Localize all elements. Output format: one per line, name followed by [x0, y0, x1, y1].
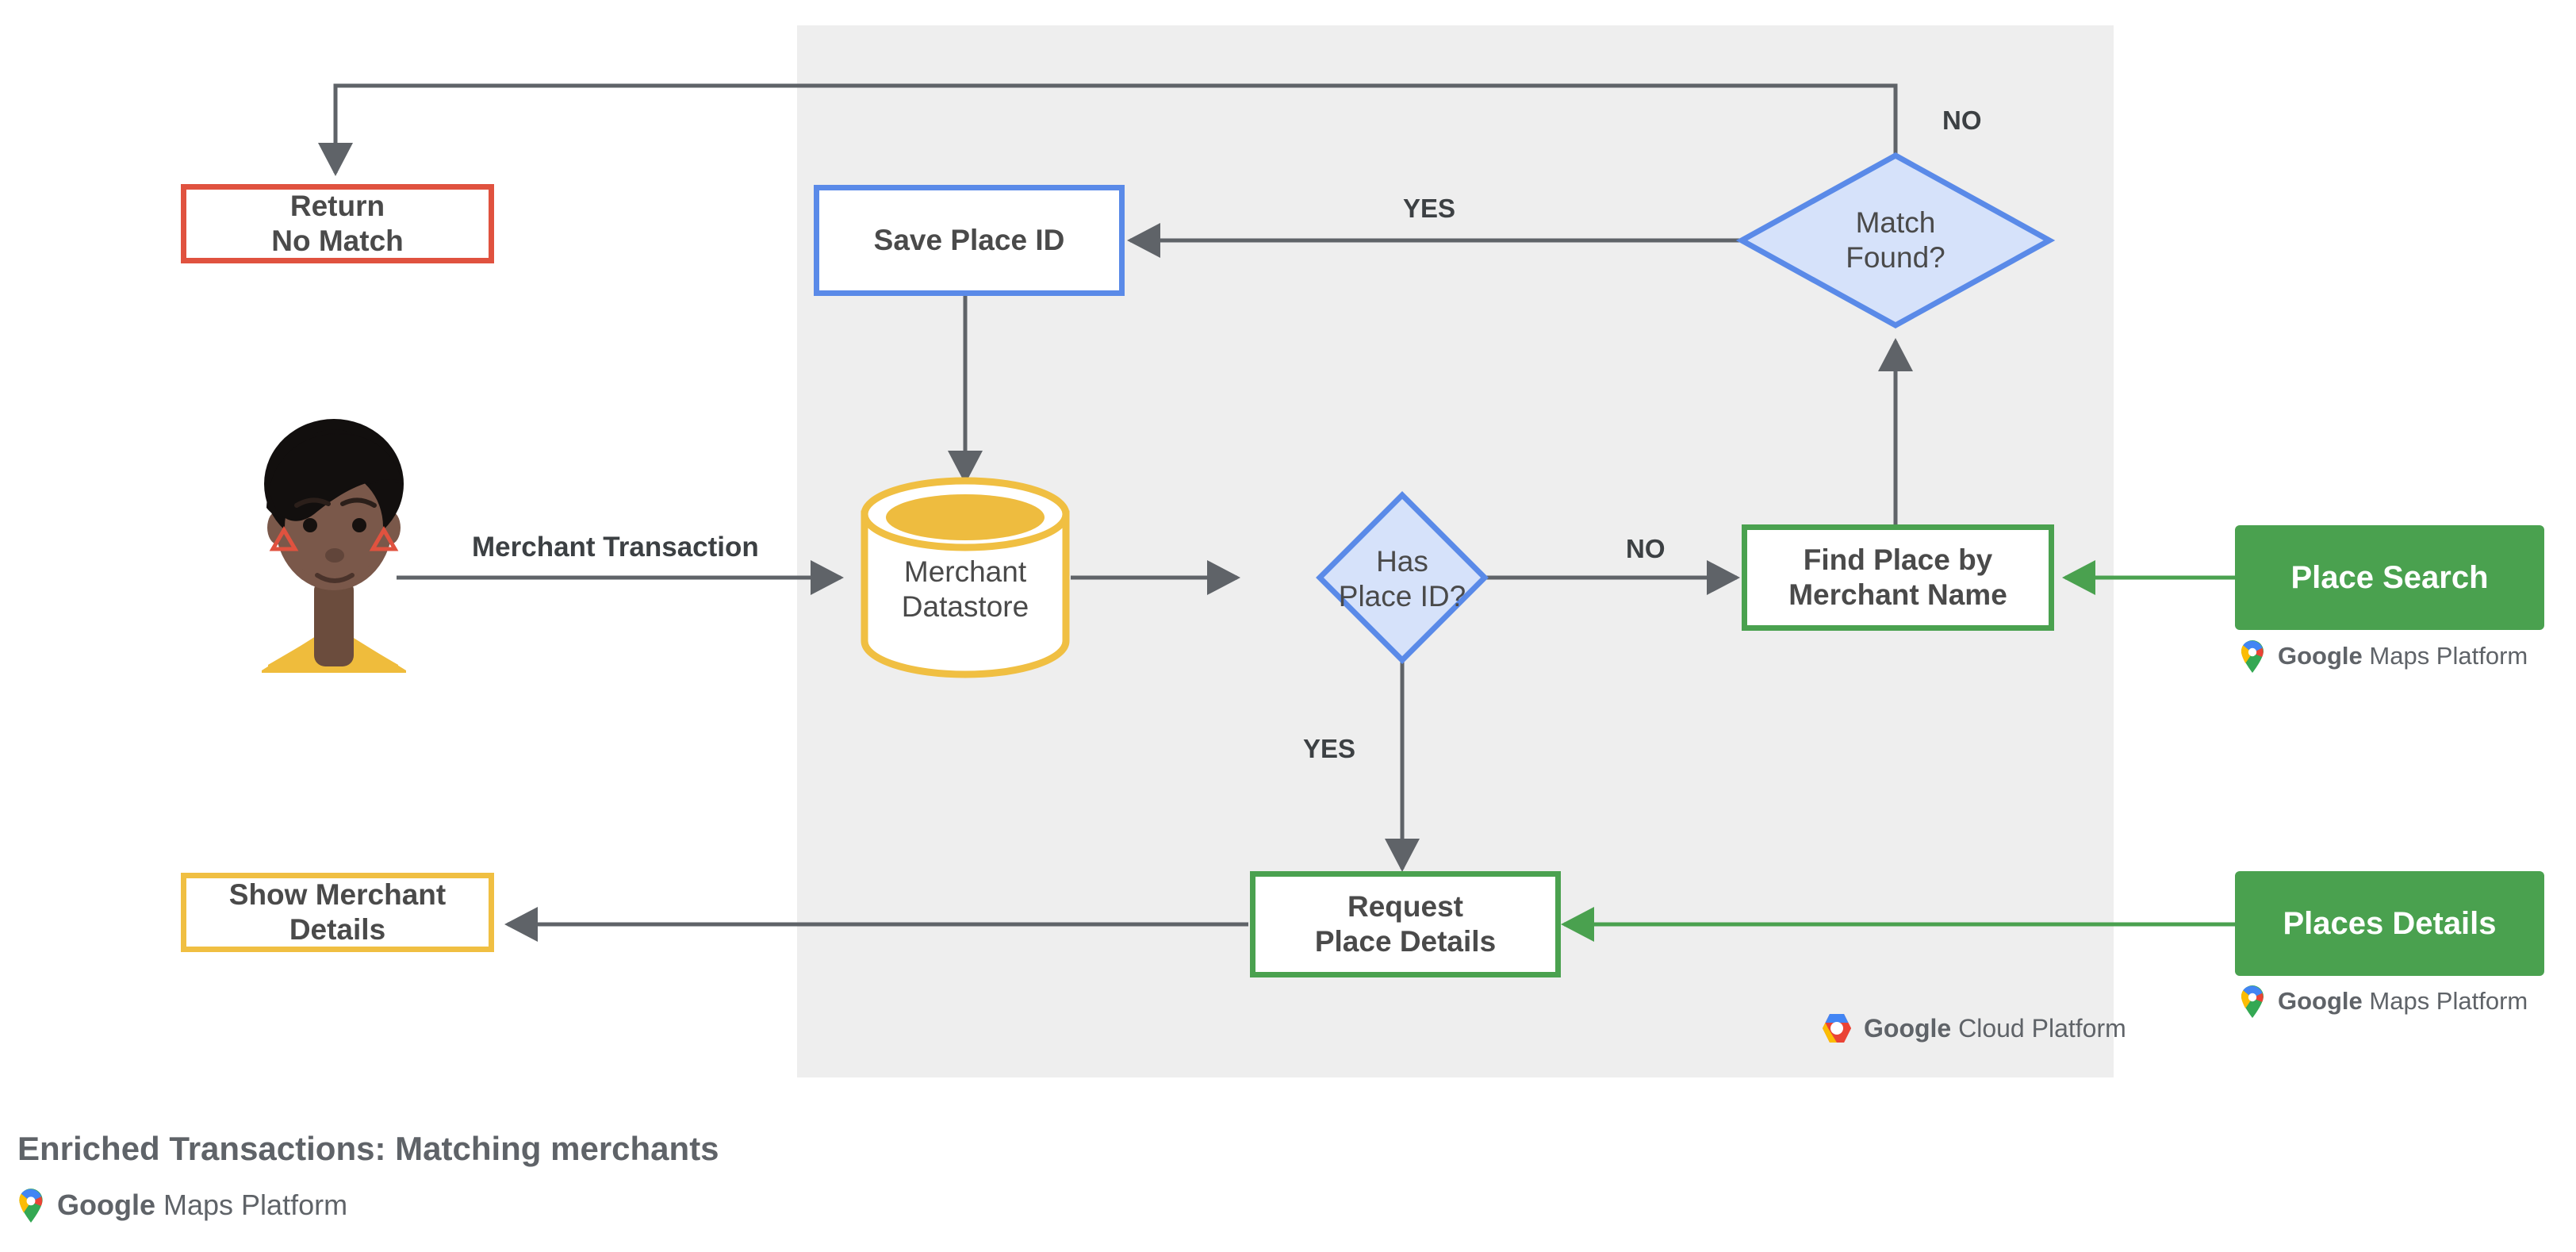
attribution-google-word: Google	[2278, 987, 2363, 1015]
attribution-maps-platform-word: Maps Platform	[2362, 642, 2528, 670]
attribution-google-word: Google	[2278, 642, 2363, 670]
attribution-maps-platform-word: Maps Platform	[2362, 987, 2528, 1015]
node-match-found-label: Match Found?	[1846, 206, 1945, 274]
decision-has-place-id-shape	[1316, 491, 1489, 664]
edge-label-match-found-yes: YES	[1403, 194, 1456, 223]
node-return-no-match-label: Return No Match	[271, 190, 404, 257]
edge-label-merchant-transaction: Merchant Transaction	[472, 532, 759, 563]
node-has-place-id[interactable]: Has Place ID?	[1291, 524, 1513, 635]
node-return-no-match[interactable]: Return No Match	[181, 184, 494, 263]
card-places-details[interactable]: Places Details	[2235, 871, 2544, 976]
google-cloud-platform-badge: Google Cloud Platform	[1819, 1012, 2126, 1044]
node-save-place-id-label: Save Place ID	[873, 224, 1065, 257]
gcp-cloud-platform-word: Cloud Platform	[1951, 1013, 2126, 1043]
node-has-place-id-label: Has Place ID?	[1338, 545, 1466, 613]
attribution-google-word: Google	[57, 1189, 155, 1221]
node-request-place-details[interactable]: Request Place Details	[1250, 871, 1561, 977]
node-find-place-label: Find Place by Merchant Name	[1788, 543, 2007, 611]
google-maps-pin-icon	[2241, 640, 2264, 673]
edge-label-match-found-no: NO	[1942, 106, 1982, 135]
node-find-place-by-merchant-name[interactable]: Find Place by Merchant Name	[1742, 524, 2054, 631]
edge-label-has-place-id-no: NO	[1626, 534, 1666, 563]
attribution-place-search: Google Maps Platform	[2238, 639, 2528, 674]
card-place-search[interactable]: Place Search	[2235, 525, 2544, 630]
google-cloud-icon	[1823, 1014, 1851, 1043]
google-maps-pin-icon	[2241, 985, 2264, 1018]
node-match-found[interactable]: Match Found?	[1742, 156, 2049, 325]
decision-match-found-shape	[1735, 152, 2056, 328]
node-merchant-datastore[interactable]: Merchant Datastore	[861, 546, 1070, 633]
google-maps-pin-icon	[19, 1189, 43, 1223]
datastore-cylinder-shape	[861, 477, 1070, 678]
attribution-maps-platform-word: Maps Platform	[155, 1189, 348, 1221]
merchant-user-avatar-shape	[262, 419, 406, 673]
edge-label-has-place-id-yes: YES	[1303, 734, 1356, 763]
node-request-place-details-label: Request Place Details	[1314, 890, 1497, 958]
node-show-merchant-details-label: Show Merchant Details	[228, 878, 447, 946]
attribution-footer: Google Maps Platform	[16, 1187, 347, 1223]
attribution-places-details: Google Maps Platform	[2238, 984, 2528, 1019]
gcp-google-word: Google	[1864, 1013, 1952, 1043]
card-places-details-label: Places Details	[2283, 905, 2497, 941]
card-place-search-label: Place Search	[2290, 559, 2489, 595]
node-save-place-id[interactable]: Save Place ID	[814, 185, 1125, 296]
node-merchant-datastore-label: Merchant Datastore	[901, 555, 1029, 623]
node-show-merchant-details[interactable]: Show Merchant Details	[181, 873, 494, 952]
diagram-caption: Enriched Transactions: Matching merchant…	[17, 1130, 719, 1167]
edge-match-found-no	[318, 83, 1898, 177]
